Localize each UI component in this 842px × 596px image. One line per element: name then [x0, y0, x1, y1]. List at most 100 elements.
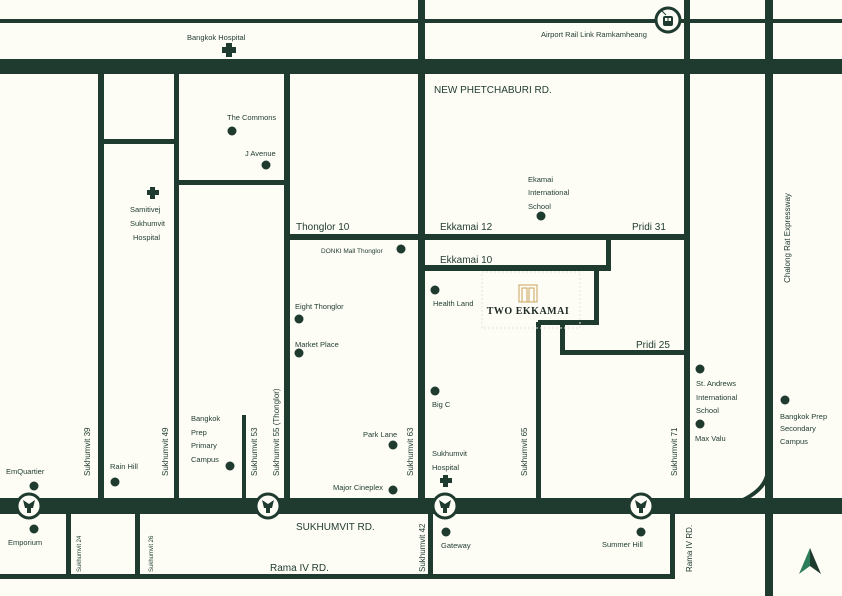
- soi49-label: Sukhumvit 49: [161, 427, 170, 476]
- rama4-label: Rama IV RD.: [270, 563, 329, 574]
- donki-label: DONKI Mall Thonglor: [321, 248, 383, 255]
- bts-station-icon: [439, 500, 451, 513]
- soi63-road: [418, 0, 425, 498]
- pridi25-v: [560, 322, 565, 355]
- samitivej-label-3: Hospital: [133, 233, 160, 242]
- pridi25-road: [560, 350, 687, 355]
- bangkok-prep-secondary-label-3: Campus: [780, 437, 808, 446]
- donki-dot[interactable]: [396, 244, 406, 254]
- park-lane-dot[interactable]: [388, 440, 398, 450]
- rain-hill-dot[interactable]: [110, 477, 120, 487]
- two-ekkamai-soi-v: [594, 268, 599, 325]
- bts-station-phrom-phong[interactable]: [15, 492, 43, 520]
- soi55-label: Sukhumvit 55 (Thonglor): [272, 388, 281, 476]
- sukhumvit-hospital-label-2: Hospital: [432, 463, 459, 472]
- st-andrews-label-1: St. Andrews: [696, 379, 736, 388]
- ekkamai-school-dot[interactable]: [536, 211, 546, 221]
- max-valu-dot[interactable]: [695, 419, 705, 429]
- j-avenue-dot[interactable]: [261, 160, 271, 170]
- thonglor10-road: [287, 234, 687, 240]
- soi55-road: [284, 74, 290, 498]
- soi53-label: Sukhumvit 53: [250, 427, 259, 476]
- airport-rail-station[interactable]: [654, 6, 682, 34]
- soi39-road: [98, 74, 104, 498]
- soi24-road: [66, 514, 71, 577]
- emquartier-label: EmQuartier: [6, 467, 45, 476]
- soi26-road: [135, 514, 140, 577]
- north-arrow-icon-shade: [810, 548, 821, 574]
- hospital-cross-icon: [222, 43, 236, 57]
- summer-hill-label: Summer Hill: [602, 540, 643, 549]
- airport-rail-link-label: Airport Rail Link Ramkamheang: [541, 30, 647, 39]
- bangkok-prep-primary-dot[interactable]: [225, 461, 235, 471]
- health-land-dot[interactable]: [430, 285, 440, 295]
- soi65-road: [536, 322, 541, 498]
- ekkamai10-end: [606, 237, 611, 271]
- rain-hill-label: Rain Hill: [110, 462, 138, 471]
- soi42-road: [428, 514, 433, 577]
- soi42-label: Sukhumvit 42: [418, 523, 427, 572]
- bangkok-prep-secondary-label-1: Bangkok Prep: [780, 412, 827, 421]
- new-phetchaburi-label: NEW PHETCHABURI RD.: [434, 85, 552, 96]
- max-valu-label: Max Valu: [695, 434, 726, 443]
- bangkok-prep-primary-label-2: Prep: [191, 428, 207, 437]
- pridi25-label: Pridi 25: [636, 340, 670, 351]
- ekkamai10-label: Ekkamai 10: [440, 255, 493, 266]
- two-pillars-logo: [518, 284, 538, 303]
- bangkok-prep-primary-label-3: Primary: [191, 441, 217, 450]
- the-commons-dot[interactable]: [227, 126, 237, 136]
- eight-thonglor-dot[interactable]: [294, 314, 304, 324]
- st-andrews-label-3: School: [696, 406, 719, 415]
- bts-station-icon: [262, 500, 274, 513]
- expressway-road: [765, 0, 773, 596]
- bangkok-prep-primary-label-1: Bangkok: [191, 414, 220, 423]
- two-ekkamai-soi-h: [538, 320, 599, 325]
- emporium-label: Emporium: [8, 538, 42, 547]
- st-andrews-dot[interactable]: [695, 364, 705, 374]
- hospital-cross-icon: [147, 187, 159, 199]
- bangkok-hospital-label: Bangkok Hospital: [187, 33, 246, 42]
- sukhumvit-hospital-label-1: Sukhumvit: [432, 449, 468, 458]
- bts-station-phra-khanong[interactable]: [627, 492, 655, 520]
- expressway-label: Chalong Rat Expressway: [783, 193, 792, 283]
- sukhumvit-label: SUKHUMVIT RD.: [296, 522, 375, 533]
- emquartier-dot[interactable]: [29, 481, 39, 491]
- st-andrews-label-2: International: [696, 393, 738, 402]
- ekkamai12-label: Ekkamai 12: [440, 222, 493, 233]
- soi65-label: Sukhumvit 65: [520, 427, 529, 476]
- bangkok-prep-secondary-dot[interactable]: [780, 395, 790, 405]
- soi71-road: [684, 0, 690, 498]
- gateway-dot[interactable]: [441, 527, 451, 537]
- thonglor10-label: Thonglor 10: [296, 222, 350, 233]
- summer-hill-dot[interactable]: [636, 527, 646, 537]
- ekkamai-school-label-1: Ekamai: [528, 175, 553, 184]
- samitivej-soi: [101, 139, 176, 144]
- market-place-dot[interactable]: [294, 348, 304, 358]
- ekkamai10-road: [421, 265, 611, 271]
- big-c-dot[interactable]: [430, 386, 440, 396]
- north-arrow-icon: [799, 548, 810, 574]
- emporium-dot[interactable]: [29, 524, 39, 534]
- bts-station-icon: [23, 500, 35, 513]
- hospital-cross-icon: [440, 475, 452, 487]
- major-cineplex-dot[interactable]: [388, 485, 398, 495]
- j-avenue-label: J Avenue: [245, 149, 276, 158]
- soi39-label: Sukhumvit 39: [83, 427, 92, 476]
- eight-thonglor-label: Eight Thonglor: [295, 302, 344, 311]
- ekkamai-school-label-3: School: [528, 202, 551, 211]
- bts-station-thonglor[interactable]: [254, 492, 282, 520]
- major-cineplex-label: Major Cineplex: [333, 483, 383, 492]
- airport-rail-train-icon: [661, 10, 673, 26]
- rama4-vertical-road: [670, 514, 675, 577]
- soi53-road: [242, 415, 246, 498]
- soi71-label: Sukhumvit 71: [670, 427, 679, 476]
- pridi31-label: Pridi 31: [632, 222, 666, 233]
- project-area: [481, 271, 581, 329]
- samitivej-label-2: Sukhumvit: [130, 219, 166, 228]
- rama4-road: [0, 574, 675, 579]
- samitivej-label-1: Samitivej: [130, 205, 161, 214]
- bts-station-ekkamai[interactable]: [431, 492, 459, 520]
- two-ekkamai-project[interactable]: TWO EKKAMAI: [481, 271, 581, 329]
